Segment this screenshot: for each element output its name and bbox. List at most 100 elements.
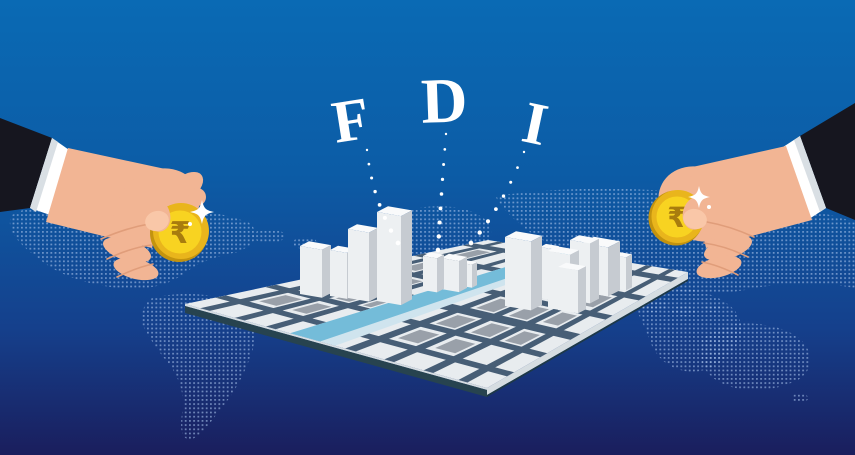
city-block: [435, 315, 476, 329]
dotted-trails: [365, 132, 526, 253]
building-top: [300, 241, 331, 250]
trail-dot: [438, 206, 443, 211]
trail-dot: [435, 247, 441, 253]
sparkle-dot-right: [707, 205, 711, 209]
building-side: [369, 227, 378, 302]
trail-dot: [370, 176, 374, 180]
trail-dot: [395, 240, 401, 246]
building: [441, 253, 467, 293]
trail-dot: [365, 148, 369, 152]
trail-dot: [443, 148, 447, 151]
building-side: [459, 256, 467, 293]
building-side: [531, 235, 542, 311]
right-hand: ₹: [648, 103, 855, 279]
city-block: [504, 331, 540, 345]
trail-dot: [439, 192, 444, 196]
city-block: [470, 323, 510, 338]
island: [672, 306, 696, 316]
rupee-symbol-left: ₹: [170, 216, 191, 251]
dotted-trail-d: [435, 132, 448, 253]
plate-side-left: [185, 306, 487, 397]
trail-dot: [516, 166, 519, 169]
building-top: [505, 231, 542, 242]
letter-d: D: [420, 64, 469, 137]
dotted-trail-i: [468, 150, 526, 246]
trail-dot: [468, 240, 474, 246]
building: [505, 231, 542, 311]
city-block: [292, 303, 332, 314]
continent-south-america: [141, 293, 255, 440]
trail-dot: [442, 163, 446, 166]
island: [703, 304, 721, 312]
building-front: [505, 237, 531, 311]
sparkle-dot-left: [188, 222, 192, 226]
building-side: [578, 266, 586, 314]
city-block: [259, 295, 303, 306]
thumb-tip-left: [188, 188, 206, 206]
finger-separation-lines-right: [701, 221, 755, 276]
trail-dot: [436, 234, 442, 239]
building: [300, 241, 331, 298]
building: [423, 252, 444, 293]
building-front: [330, 250, 347, 299]
trail-dot: [494, 207, 498, 211]
building-top: [548, 246, 579, 255]
suit-sleeve-left: [0, 118, 52, 212]
suit-sleeve-right: [800, 103, 855, 220]
building-front: [441, 258, 459, 293]
shirt-cuff-right: [780, 136, 826, 221]
building-side: [322, 245, 331, 298]
building-side: [437, 254, 444, 293]
building-side: [590, 238, 599, 304]
building: [558, 262, 586, 314]
road: [458, 269, 675, 383]
building-top: [558, 262, 586, 271]
trail-dot: [477, 230, 482, 235]
trail-dot: [509, 180, 513, 184]
trail-dot: [501, 194, 506, 198]
building-side: [608, 241, 620, 297]
dotted-trail-f: [365, 148, 401, 246]
building-front: [348, 229, 369, 302]
road: [265, 284, 548, 358]
trail-dot: [440, 177, 445, 182]
city-map-model: [185, 206, 688, 397]
building-front: [423, 256, 437, 293]
trail-dot: [377, 203, 382, 207]
trail-dot: [444, 132, 448, 136]
building: [348, 224, 378, 302]
building-top: [441, 253, 467, 262]
sparkle-icon-left: [190, 200, 214, 224]
trail-dot: [485, 219, 491, 224]
trail-dot: [382, 215, 387, 220]
building-top: [348, 224, 378, 233]
building-top: [570, 235, 599, 244]
finger-right-1: [709, 213, 757, 241]
building-top: [377, 206, 412, 217]
fingertip-left: [145, 210, 169, 232]
trail-dot: [373, 189, 377, 194]
plate-side-right-lip: [487, 279, 688, 397]
city-block: [578, 294, 612, 308]
building-front: [300, 246, 322, 298]
trail-dot: [437, 220, 442, 225]
sparkle-icon-right: [688, 186, 710, 208]
city-block: [398, 329, 440, 344]
building-side: [472, 262, 477, 288]
finger-left-1: [98, 215, 146, 243]
trail-dot: [522, 150, 526, 154]
cuff-shadow-right: [794, 136, 826, 212]
city-block: [435, 338, 476, 354]
building: [377, 206, 412, 306]
finger-separation-lines-left: [100, 223, 154, 278]
rupee-symbol-right: ₹: [667, 201, 686, 234]
island: [792, 393, 808, 403]
road: [215, 295, 515, 377]
building-front: [558, 267, 578, 314]
island: [253, 229, 285, 243]
building-side: [401, 210, 412, 306]
building-top: [423, 252, 444, 259]
continent-australia: [702, 323, 811, 391]
